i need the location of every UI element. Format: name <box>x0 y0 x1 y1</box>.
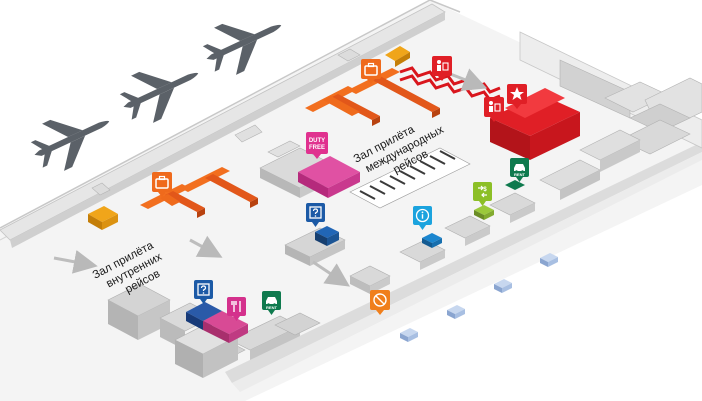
car-rental-icon <box>266 297 277 306</box>
lower-left-desks <box>186 302 248 343</box>
exchange-icon: $ <box>478 185 487 198</box>
svg-text:$: $ <box>483 187 487 193</box>
rent-car-sign-right[interactable]: RENT <box>510 158 529 182</box>
passport-control-sign[interactable] <box>432 56 452 81</box>
front-service-desks <box>315 180 525 248</box>
duty-free-line-1: DUTY <box>309 138 325 144</box>
fork-knife-icon <box>231 301 241 312</box>
help-desk-icon <box>197 283 210 296</box>
airplane-icon <box>30 119 110 171</box>
help-desk-sign-center[interactable] <box>306 203 325 227</box>
passport-control-icon <box>437 60 449 71</box>
baggage-carousels <box>140 68 440 218</box>
international-security-zone <box>399 66 580 160</box>
front-row-blocks <box>204 192 536 366</box>
duty-free-line-2: FREE <box>309 145 325 151</box>
left-wall-box <box>88 206 118 230</box>
rent-car-sign-lower[interactable]: RENT <box>262 291 281 315</box>
car-rental-icon <box>514 164 525 173</box>
rent-car-label: RENT <box>266 305 277 310</box>
customs-sign[interactable] <box>484 97 504 122</box>
info-icon <box>415 208 430 223</box>
cars <box>400 253 558 342</box>
customs-officer-icon <box>489 101 501 112</box>
restaurant-sign[interactable] <box>227 297 246 321</box>
top-wall-box <box>385 46 410 67</box>
car-icon <box>447 305 465 319</box>
help-desk-sign-lower-left[interactable] <box>194 280 213 304</box>
right-building-blocks <box>519 31 702 200</box>
duty-free-sign[interactable]: DUTY FREE <box>306 132 328 159</box>
airplanes <box>30 23 282 171</box>
suitcase-icon <box>155 175 169 189</box>
escalator <box>349 147 471 209</box>
baggage-sign-domestic[interactable] <box>152 172 172 197</box>
star-icon <box>510 87 524 100</box>
currency-exchange-sign[interactable]: $ <box>473 182 492 206</box>
airplane-icon <box>119 71 199 123</box>
car-icon <box>540 253 558 267</box>
help-desk-icon <box>309 206 322 219</box>
rent-car-label: RENT <box>514 172 525 177</box>
car-icon <box>400 328 418 342</box>
no-parking-icon <box>373 293 387 307</box>
transfer-sign[interactable] <box>370 290 390 315</box>
first-aid-sign[interactable] <box>507 84 527 109</box>
airplane-icon <box>202 23 282 75</box>
back-wall <box>0 3 446 248</box>
car-icon <box>494 279 512 293</box>
duty-free-shop <box>298 156 360 198</box>
suitcase-icon <box>364 62 378 76</box>
baggage-sign-international[interactable] <box>361 59 381 84</box>
info-sign[interactable] <box>413 206 432 230</box>
